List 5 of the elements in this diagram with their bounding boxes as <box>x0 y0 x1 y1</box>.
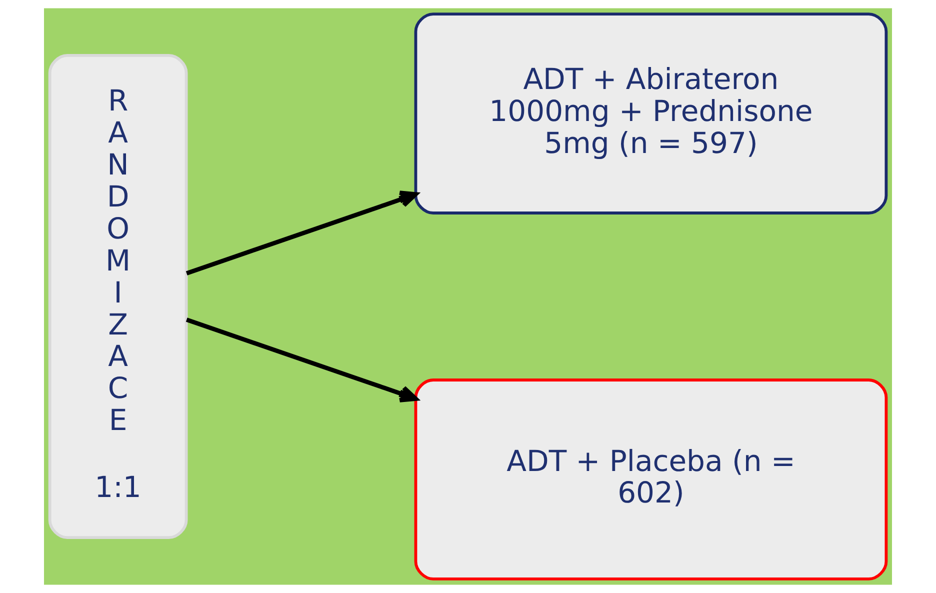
node-box: ADT + Placeba (n = 602) <box>414 378 888 580</box>
arrow <box>186 190 418 276</box>
node-box: R A N D O M I Z A C E 1:1 <box>48 54 188 539</box>
node-box: ADT + Abirateron 1000mg + Prednisone 5mg (n = 597) <box>414 12 888 214</box>
arrow <box>186 318 418 402</box>
